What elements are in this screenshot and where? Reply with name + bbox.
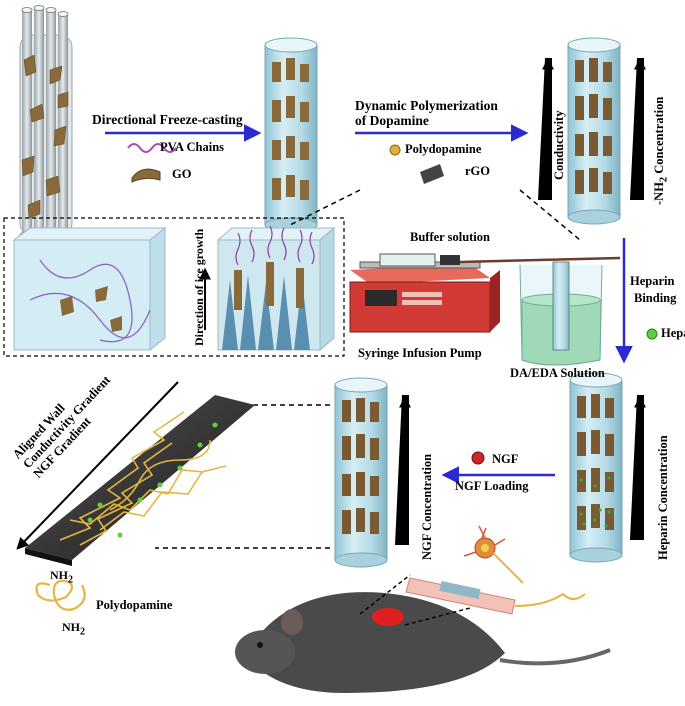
ngf-gradient-wedge bbox=[395, 395, 409, 545]
step-polymerization-line1: Dynamic Polymerization bbox=[355, 98, 498, 113]
step-polymerization-line2: of Dopamine bbox=[355, 113, 429, 128]
ngf-loading-label: NGF Loading bbox=[455, 479, 529, 493]
scaffold-heparin bbox=[569, 372, 623, 563]
nh2-top-label: NH2 bbox=[50, 568, 73, 586]
rgo-flake-glyph bbox=[420, 164, 444, 184]
rod-bundle-scaffold bbox=[19, 5, 73, 242]
scaffold-ngf bbox=[334, 377, 388, 568]
nh2-bottom-label: NH2 bbox=[62, 620, 85, 638]
conductivity-gradient-wedge bbox=[538, 58, 552, 200]
syringe-pump bbox=[349, 253, 621, 333]
legend-go-label: GO bbox=[172, 167, 192, 181]
ngf-dot bbox=[471, 451, 485, 465]
legend-heparin-label: Heparin bbox=[661, 326, 685, 340]
mouse-illustration bbox=[235, 592, 611, 693]
buffer-solution-label: Buffer solution bbox=[410, 230, 490, 244]
ice-growth-label: Direction of ice growth bbox=[192, 228, 206, 346]
step-freeze-casting-label: Directional Freeze-casting bbox=[92, 112, 243, 127]
go-flake-glyph bbox=[131, 168, 161, 183]
inset-box bbox=[3, 217, 345, 357]
neuron bbox=[463, 525, 524, 584]
beaker bbox=[519, 261, 603, 366]
implant-site bbox=[372, 608, 404, 626]
legend-ngf-label: NGF bbox=[492, 452, 519, 466]
nerve-conduit bbox=[405, 577, 586, 615]
legend-pva-label: PVA Chains bbox=[160, 140, 225, 154]
scaffold-freeze-cast bbox=[264, 37, 318, 233]
polydopamine-molecule-label: Polydopamine bbox=[96, 598, 173, 612]
polydopamine-dot bbox=[389, 144, 401, 156]
sheet-axis-arrow bbox=[16, 381, 179, 550]
aligned-wall-sheet bbox=[25, 395, 255, 566]
conductivity-label: Conductivity bbox=[552, 110, 566, 180]
heparin-dot bbox=[646, 328, 658, 340]
scaffold-pda-coated bbox=[567, 37, 621, 225]
legend-polydopamine-label: Polydopamine bbox=[405, 142, 482, 156]
heparin-binding-line2: Binding bbox=[634, 291, 677, 305]
heparin-concentration-label: Heparin Concentration bbox=[656, 435, 670, 560]
pump-label: Syringe Infusion Pump bbox=[358, 346, 482, 360]
nh2-concentration-label: -NH2 Concentration bbox=[652, 96, 670, 205]
nh2-gradient-wedge bbox=[630, 58, 644, 200]
polydopamine-molecule bbox=[35, 579, 86, 611]
pva-chain-glyph bbox=[127, 143, 177, 153]
heparin-gradient-wedge bbox=[630, 395, 644, 540]
gel-cube bbox=[12, 226, 167, 352]
legend-rgo-label: rGO bbox=[465, 164, 490, 178]
solution-label: DA/EDA Solution bbox=[510, 366, 605, 380]
ngf-concentration-label: NGF Concentration bbox=[420, 453, 434, 560]
heparin-binding-line1: Heparin bbox=[630, 274, 675, 288]
ice-growth-cube bbox=[216, 225, 336, 352]
